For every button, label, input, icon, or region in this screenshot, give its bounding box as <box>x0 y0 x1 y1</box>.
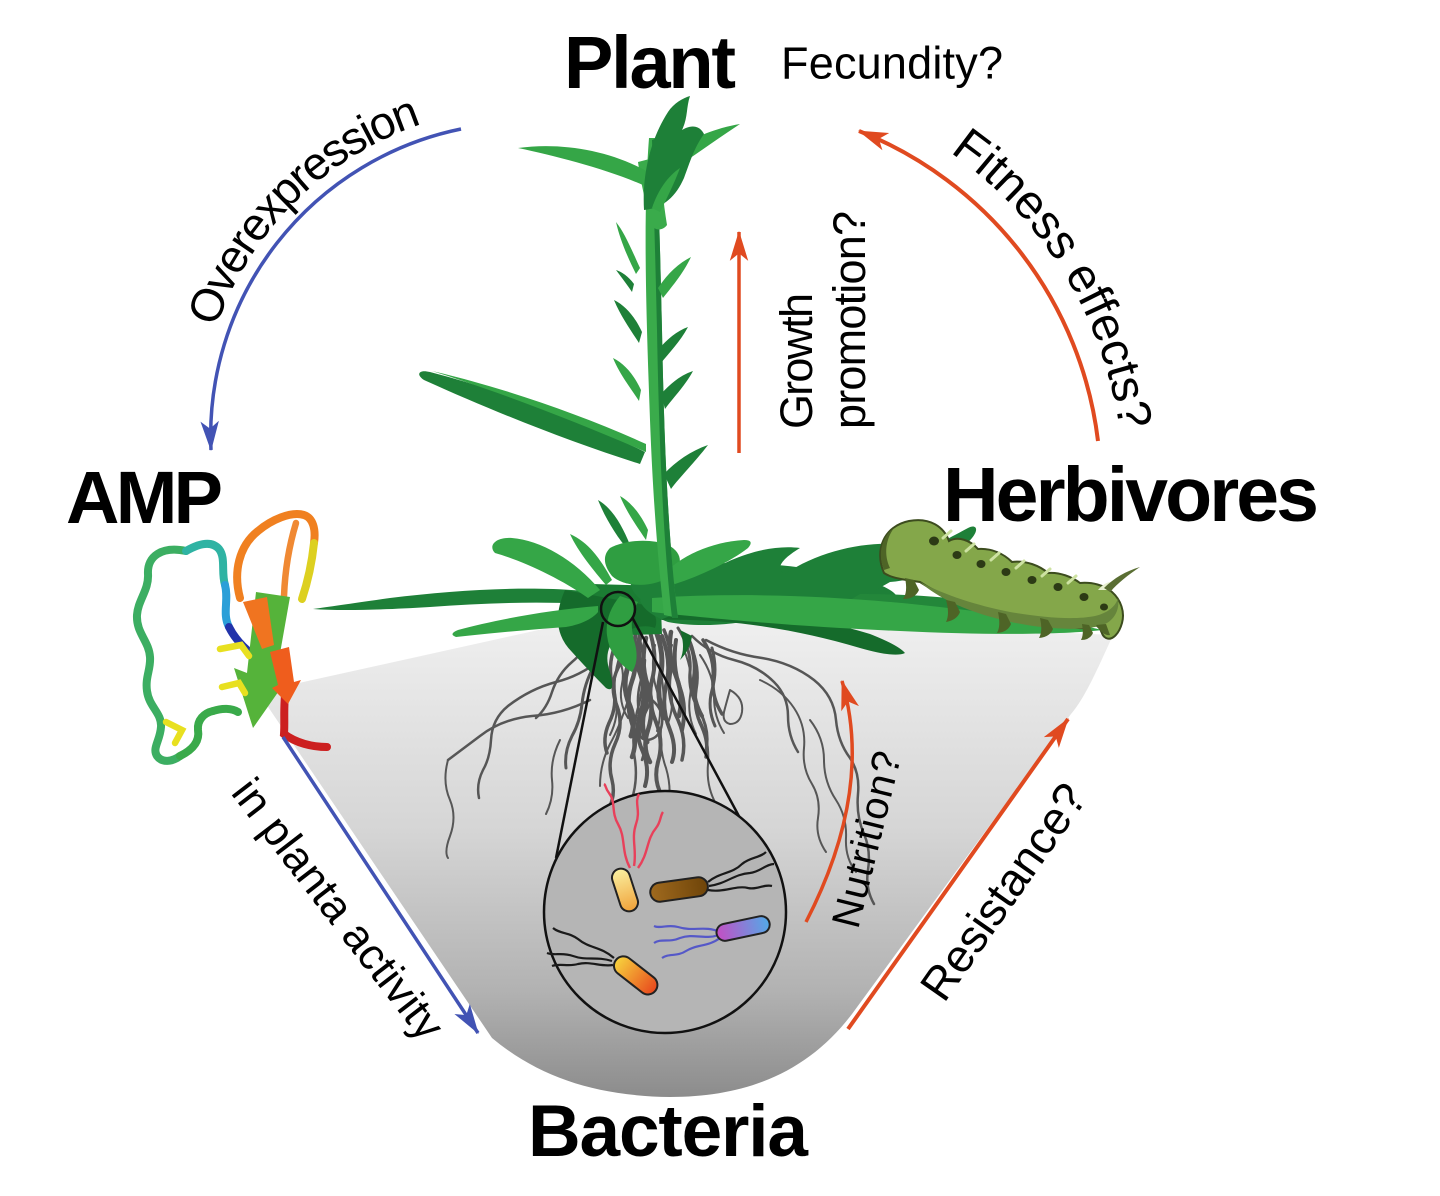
svg-text:promotion?: promotion? <box>824 211 875 429</box>
svg-text:Plant: Plant <box>564 21 736 104</box>
svg-text:Bacteria: Bacteria <box>528 1091 809 1172</box>
svg-text:Fecundity?: Fecundity? <box>781 38 1003 89</box>
svg-text:Herbivores: Herbivores <box>943 452 1319 538</box>
svg-text:AMP: AMP <box>66 456 223 539</box>
svg-text:Growth: Growth <box>771 293 822 429</box>
